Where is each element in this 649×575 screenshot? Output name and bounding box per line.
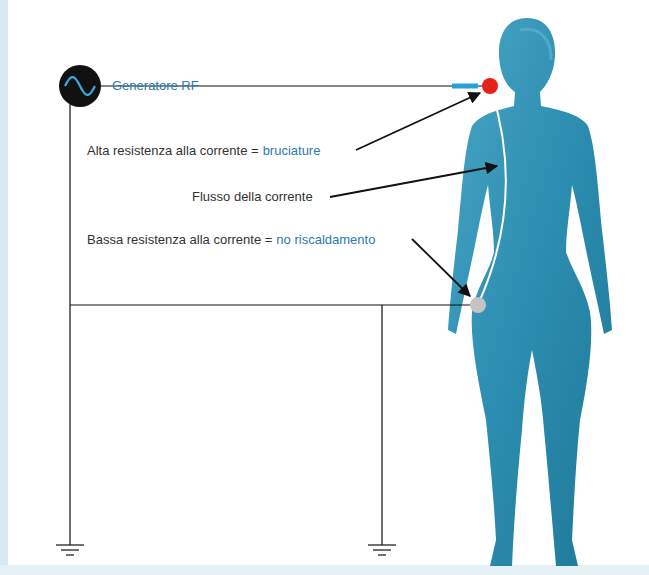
annotation-text: Alta resistenza alla corrente = (87, 143, 259, 159)
electrode-cable (452, 84, 478, 89)
edge-strip (0, 0, 8, 575)
generator-node: Generatore RF (58, 64, 199, 108)
generator-label: Generatore RF (112, 78, 199, 94)
current-path (480, 92, 506, 300)
annotation-text: Bassa resistenza alla corrente = (87, 232, 272, 248)
return-electrode (470, 297, 486, 313)
human-silhouette (448, 18, 612, 566)
annotation-text: Flusso della corrente (192, 189, 313, 205)
wire (70, 86, 484, 545)
active-electrode (482, 78, 498, 94)
annotation-text: bruciature (263, 143, 321, 159)
leader-arrow (330, 93, 497, 296)
rf-generator-symbol (58, 64, 102, 108)
hair-highlight (520, 29, 551, 60)
edge-strip (0, 565, 649, 575)
annotation-text: no riscaldamento (276, 232, 375, 248)
ground-symbol (56, 545, 396, 555)
